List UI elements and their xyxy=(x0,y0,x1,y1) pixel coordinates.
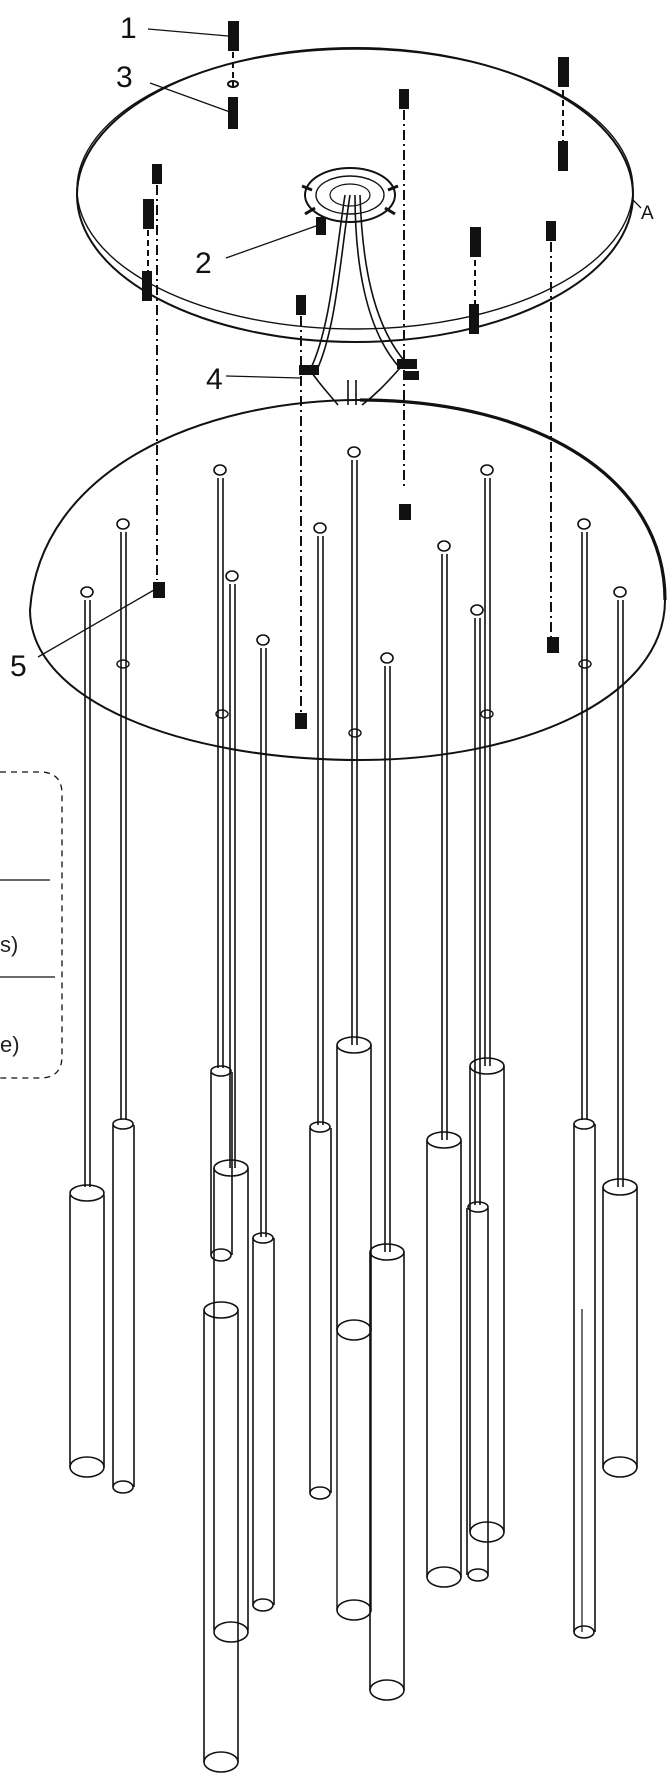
callout-4: 4 xyxy=(206,363,223,396)
callout-2: 2 xyxy=(195,247,212,280)
legend-line-2: e) xyxy=(0,1032,20,1057)
power-wires xyxy=(309,194,409,406)
legend-line-1: s) xyxy=(0,932,18,957)
pendants xyxy=(69,446,638,1773)
callout-canopy-a: A xyxy=(641,203,654,224)
legend-text: s) e) xyxy=(0,932,20,1057)
leader-lines xyxy=(37,28,642,658)
callout-1: 1 xyxy=(120,12,137,45)
wire-connectors xyxy=(299,359,419,380)
screws-top xyxy=(142,21,569,720)
mounting-bracket xyxy=(301,167,399,223)
legend-box xyxy=(0,771,63,1079)
ceiling-plate xyxy=(28,398,667,762)
nuts xyxy=(153,504,559,729)
callout-5: 5 xyxy=(10,650,27,683)
callout-labels: 1 3 2 4 5 A xyxy=(10,12,654,683)
callout-3: 3 xyxy=(116,61,133,94)
canopy-plate xyxy=(76,47,634,343)
plate-plugs xyxy=(116,659,592,738)
